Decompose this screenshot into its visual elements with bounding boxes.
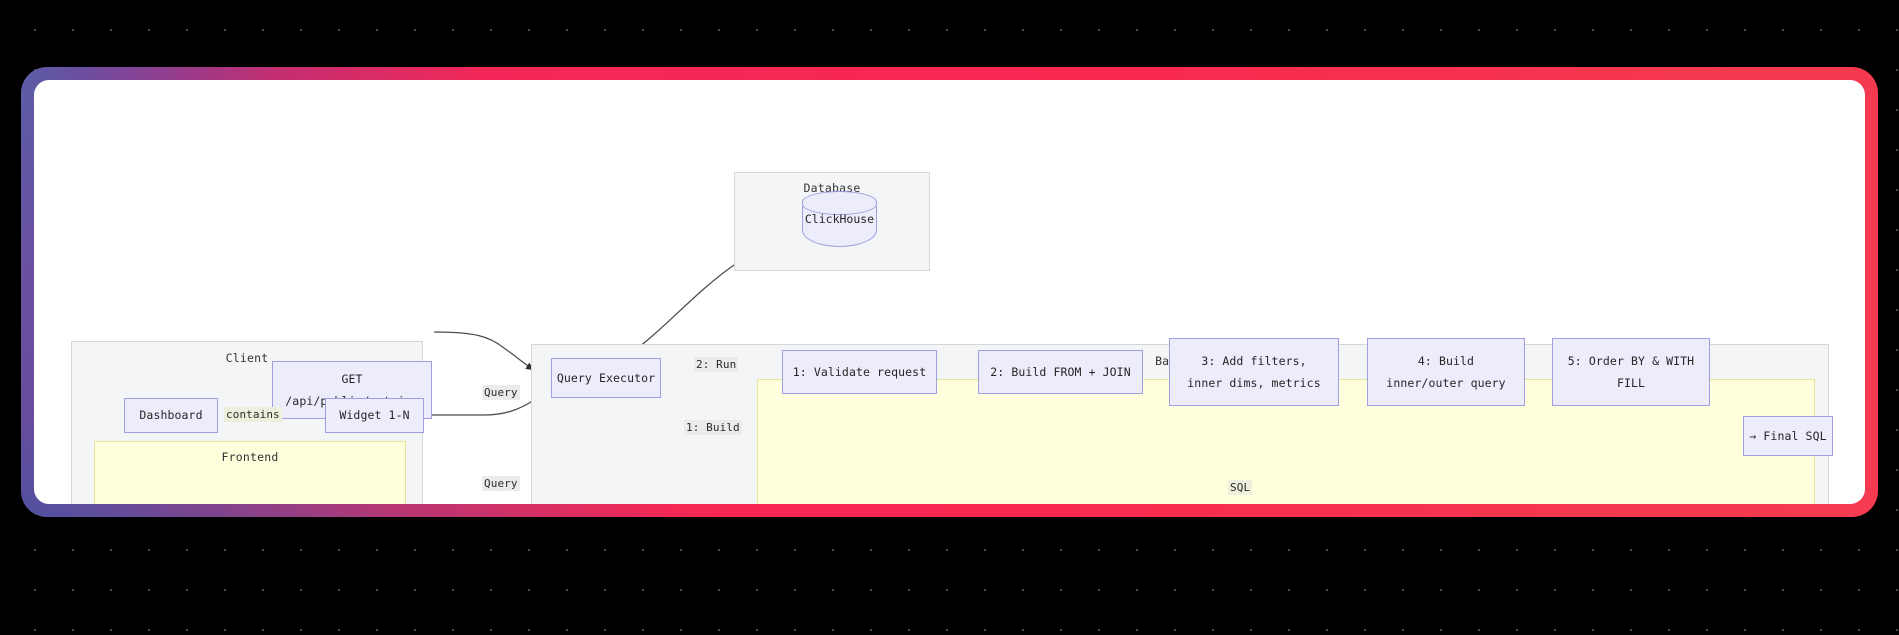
edge-label-sql: SQL <box>1228 480 1253 495</box>
diagram-canvas: Client Frontend Database Backend Query B… <box>34 80 1865 504</box>
node-step-1-label: 1: Validate request <box>792 364 927 379</box>
node-step-5-line-1: 5: Order BY & WITH <box>1567 353 1695 368</box>
node-get-metrics-line-1: GET <box>341 371 363 386</box>
node-step-2[interactable]: 2: Build FROM + JOIN <box>978 350 1143 394</box>
edge-label-query-bottom: Query <box>482 476 520 491</box>
node-step-3-line-1: 3: Add filters, <box>1201 353 1307 368</box>
edge-get-executor <box>433 331 535 371</box>
node-query-executor-label: Query Executor <box>556 370 656 385</box>
node-clickhouse[interactable]: ClickHouse <box>802 191 877 247</box>
node-step-2-label: 2: Build FROM + JOIN <box>990 364 1131 379</box>
gradient-frame: Client Frontend Database Backend Query B… <box>21 67 1878 517</box>
edge-label-build: 1: Build <box>684 420 742 435</box>
node-final-sql-label: → Final SQL <box>1749 428 1827 443</box>
node-step-1[interactable]: 1: Validate request <box>782 350 937 394</box>
node-step-4-line-2: inner/outer query <box>1386 376 1506 390</box>
subgraph-client-title: Client <box>225 351 269 365</box>
node-widget[interactable]: Widget 1-N <box>325 398 424 433</box>
subgraph-frontend-title: Frontend <box>221 450 279 464</box>
node-step-4-line-1: 4: Build <box>1417 353 1475 368</box>
node-query-executor[interactable]: Query Executor <box>551 358 661 398</box>
node-widget-label: Widget 1-N <box>339 408 410 423</box>
node-step-4[interactable]: 4: Build inner/outer query <box>1367 338 1525 406</box>
node-dashboard-label: Dashboard <box>139 408 203 423</box>
subgraph-frontend: Frontend <box>94 441 406 504</box>
node-dashboard[interactable]: Dashboard <box>124 398 218 433</box>
node-final-sql[interactable]: → Final SQL <box>1743 416 1833 456</box>
edge-label-run: 2: Run <box>694 357 739 372</box>
diagram-card: Client Frontend Database Backend Query B… <box>34 80 1865 504</box>
node-step-3-line-2: inner dims, metrics <box>1187 376 1321 390</box>
node-step-5-line-2: FILL <box>1616 376 1646 390</box>
node-step-3[interactable]: 3: Add filters, inner dims, metrics <box>1169 338 1339 406</box>
edge-label-query-top: Query <box>482 385 520 400</box>
edge-label-contains: contains <box>224 407 282 422</box>
node-clickhouse-label: ClickHouse <box>804 212 875 226</box>
node-step-5[interactable]: 5: Order BY & WITH FILL <box>1552 338 1710 406</box>
